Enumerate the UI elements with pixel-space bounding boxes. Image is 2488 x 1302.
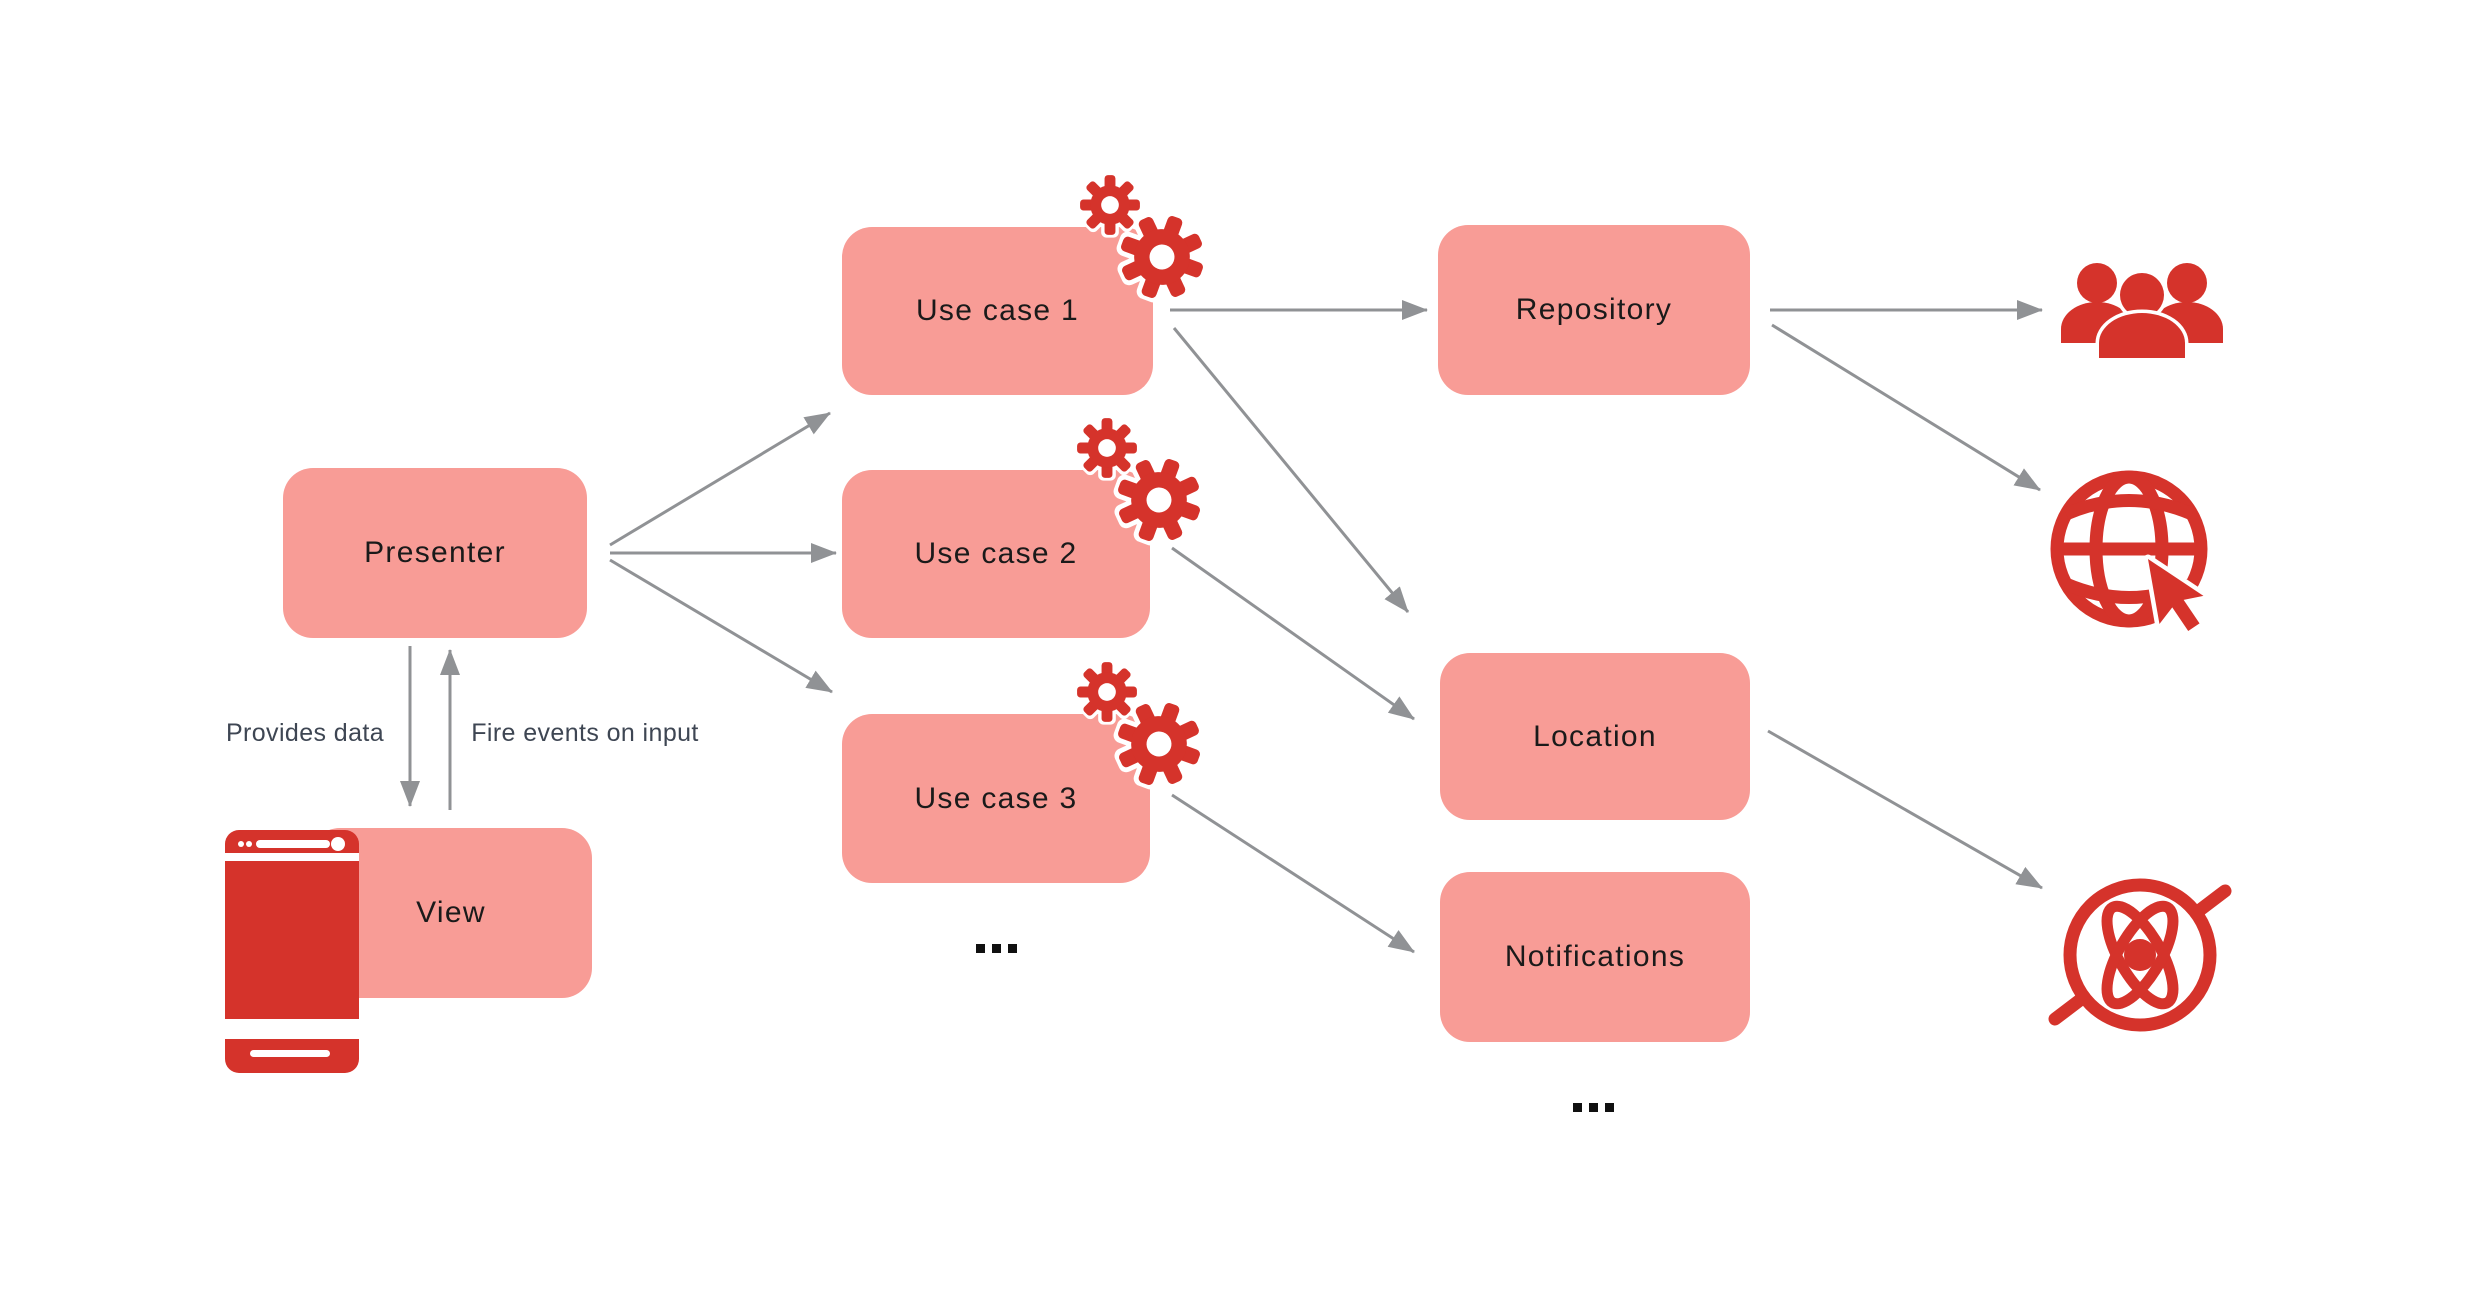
node-use-case-1: Use case 1 (842, 227, 1153, 395)
ellipsis-dot (992, 944, 1001, 953)
users-icon (2061, 263, 2223, 362)
edge-repository-globe (1771, 323, 2041, 492)
node-use-case-1-label: Use case 1 (915, 294, 1080, 327)
edge-label-fire-events: Fire events on input (471, 719, 699, 747)
node-use-case-2-label: Use case 2 (914, 537, 1078, 570)
edge-usecase3-notifications (1171, 793, 1415, 954)
atom-icon (2048, 878, 2232, 1032)
edge-label-provides-data: Provides data (225, 719, 385, 747)
node-repository: Repository (1438, 225, 1750, 395)
ellipsis-dot (1008, 944, 1017, 953)
globe-cursor-icon (2050, 470, 2208, 636)
ellipsis-more-services (1573, 1103, 1614, 1112)
edge-usecase1-location (1172, 327, 1410, 613)
connector-arrows (400, 300, 2043, 954)
edge-presenter-usecase1 (609, 411, 831, 547)
node-use-case-3: Use case 3 (842, 714, 1150, 883)
ellipsis-dot (1589, 1103, 1598, 1112)
node-notifications-label: Notifications (1504, 940, 1686, 973)
node-location-label: Location (1533, 719, 1657, 753)
node-presenter-label: Presenter (364, 536, 506, 569)
ellipsis-dot (976, 944, 985, 953)
ellipsis-more-use-cases (976, 944, 1017, 953)
edge-location-atom (1767, 729, 2043, 890)
edge-usecase2-location (1171, 546, 1415, 721)
node-repository-label: Repository (1515, 293, 1673, 326)
node-notifications: Notifications (1440, 872, 1750, 1042)
ellipsis-dot (1605, 1103, 1614, 1112)
ellipsis-dot (1573, 1103, 1582, 1112)
node-location: Location (1440, 653, 1750, 820)
node-presenter: Presenter (283, 468, 587, 638)
edge-presenter-usecase3 (609, 558, 833, 694)
node-view: View (310, 828, 592, 998)
node-use-case-3-label: Use case 3 (914, 781, 1078, 815)
node-view-label: View (416, 896, 486, 929)
node-use-case-2: Use case 2 (842, 470, 1150, 638)
